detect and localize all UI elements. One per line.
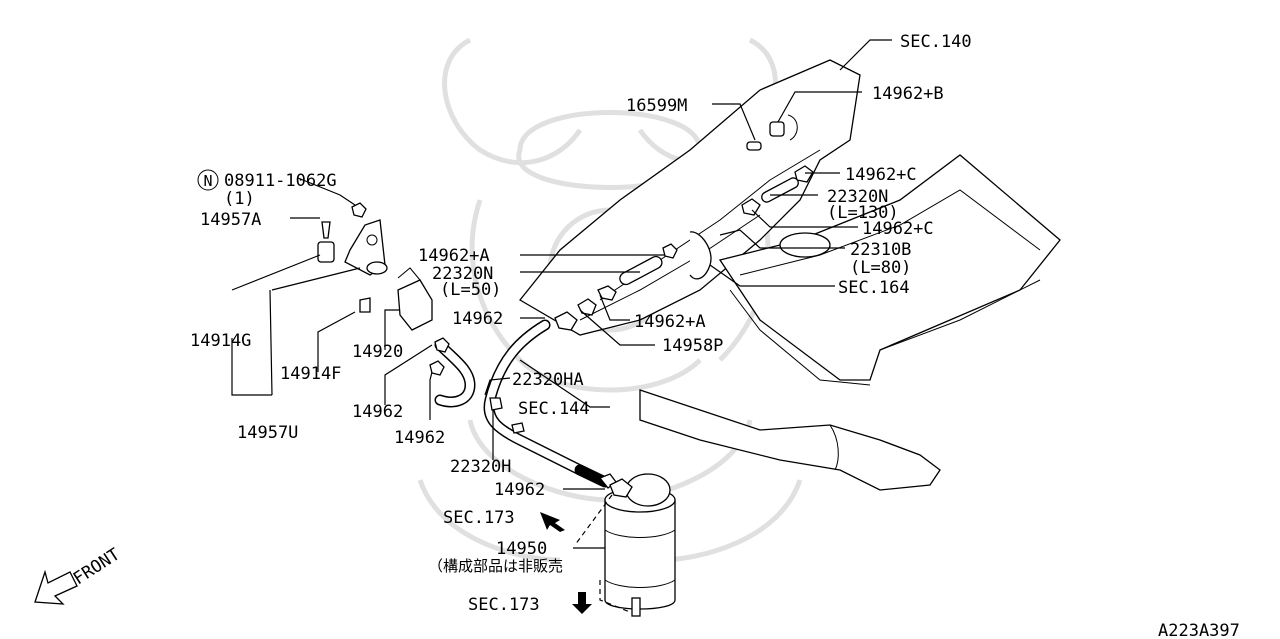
label-22320N-right: 22320N — [827, 187, 888, 207]
sec173-arrow-down — [572, 592, 592, 614]
label-sec140: SEC.140 — [900, 32, 972, 52]
label-14962A-2: 14962+A — [634, 312, 706, 332]
label-14914F: 14914F — [280, 364, 341, 384]
front-arrow-icon — [34, 569, 78, 605]
label-14962-l2: 14962 — [394, 428, 445, 448]
label-sec173-b: SEC.173 — [468, 595, 540, 615]
valve-bracket-assembly — [317, 202, 450, 376]
label-sec164: SEC.164 — [838, 278, 910, 298]
label-note-jp: （構成部品は非販売 — [428, 557, 563, 575]
label-22320N-left: 22320N — [432, 264, 493, 284]
label-sec144: SEC.144 — [518, 399, 590, 419]
label-14962-mid: 14962 — [452, 309, 503, 329]
label-l130: (L=130) — [827, 203, 899, 223]
label-14914G: 14914G — [190, 331, 251, 351]
canister-14950 — [604, 473, 676, 617]
label-14920: 14920 — [352, 342, 403, 362]
leader-lines — [231, 39, 892, 613]
hose-assembly — [434, 285, 617, 489]
engine-assembly — [519, 59, 1061, 491]
label-l50: (L=50) — [440, 280, 501, 300]
label-14957U: 14957U — [237, 423, 298, 443]
label-14962A-1: 14962+A — [418, 246, 490, 266]
label-14962-b: 14962 — [494, 480, 545, 500]
label-16599M: 16599M — [626, 96, 687, 116]
label-14950: 14950 — [496, 539, 547, 559]
label-14962B: 14962+B — [872, 84, 944, 104]
label-22320HA: 22320HA — [512, 370, 584, 390]
upper-clips — [619, 114, 814, 286]
label-l80: (L=80) — [850, 258, 911, 278]
label-22320H: 22320H — [450, 457, 511, 477]
label-sec173-a: SEC.173 — [443, 508, 515, 528]
label-qty1: (1) — [224, 189, 255, 209]
label-14957A: 14957A — [200, 210, 261, 230]
label-front: FRONT — [70, 545, 124, 590]
label-08911: 08911-1062G — [224, 171, 337, 191]
diagram-code: A223A397 — [1158, 621, 1240, 639]
label-14962C-top: 14962+C — [845, 165, 917, 185]
label-14962C-2: 14962+C — [862, 219, 934, 239]
svg-text:N: N — [203, 172, 212, 190]
label-14962-l1: 14962 — [352, 402, 403, 422]
label-14958P: 14958P — [662, 336, 723, 356]
label-22310B: 22310B — [850, 240, 911, 260]
nut-symbol-icon: N — [197, 169, 219, 191]
sec173-arrow-up — [540, 512, 565, 532]
